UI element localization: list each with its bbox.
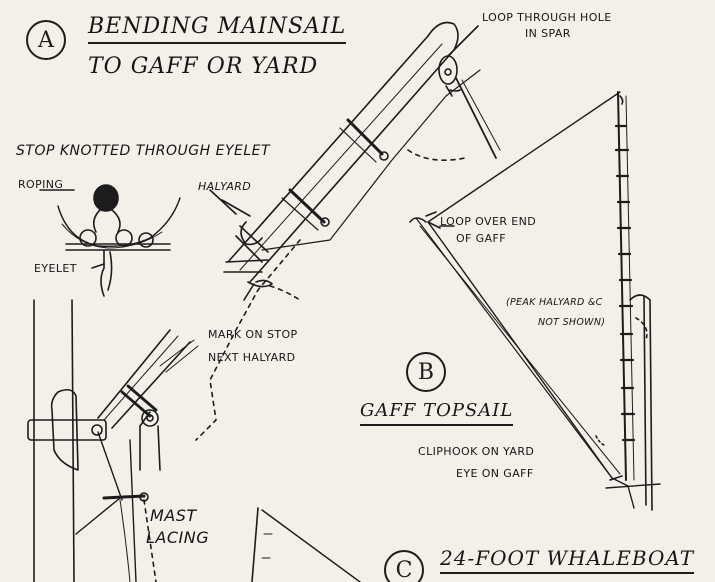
topsail-hanks [614,124,636,442]
label-roping: ROPING [18,178,64,191]
label-mark-on-stop: MARK ON STOP [208,328,298,341]
label-cliphook: CLIPHOOK ON YARD [418,445,535,458]
label-halyard: HALYARD [198,180,252,193]
section-b-marker: B [406,352,446,392]
label-mast: MAST [150,506,197,525]
section-a-letter: A [38,27,54,53]
section-a-title-line2: TO GAFF OR YARD [88,54,319,79]
label-lacing: LACING [146,528,210,547]
whaleboat-sail [251,507,361,582]
topsail-mast [605,91,661,511]
section-a-title-line1: BENDING MAINSAIL [88,16,347,44]
label-loop-through-hole: LOOP THROUGH HOLE [482,11,612,24]
section-b-title: GAFF TOPSAIL [360,402,514,426]
label-of-gaff: OF GAFF [456,232,506,245]
halyard-detail [195,189,301,441]
section-b-letter: B [417,359,435,385]
section-c-letter: C [395,557,413,582]
label-not-shown: NOT SHOWN) [538,317,606,328]
section-a-marker: A [26,20,66,60]
lower-gaff [97,329,199,471]
section-c-title: 24-FOOT WHALEBOAT [440,548,695,574]
label-in-spar: IN SPAR [525,27,571,40]
roping-eyelet-detail [39,184,181,297]
label-loop-over-end: LOOP OVER END [440,215,537,228]
halyard-block [438,25,501,159]
section-c-marker: C [384,550,424,582]
label-peak-halyard: (PEAK HALYARD &C [506,297,603,308]
label-eye-on-gaff: EYE ON GAFF [456,467,534,480]
lower-mast [27,299,107,582]
label-stop-knotted: STOP KNOTTED THROUGH EYELET [16,143,271,159]
label-eyelet: EYELET [34,262,77,275]
label-next-halyard: NEXT HALYARD [208,351,296,364]
yard-spar [227,21,481,283]
mast-lacing [75,431,157,582]
gaff-jaws [425,211,455,229]
